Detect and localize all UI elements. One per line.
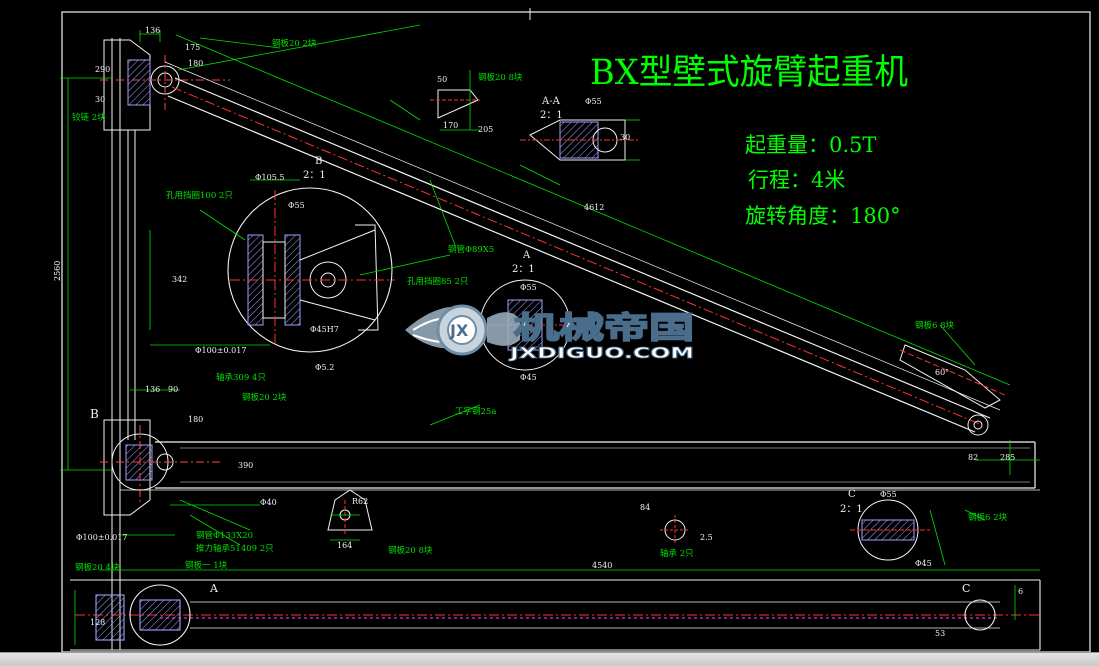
note-pin: 轴承 2只 [660, 548, 694, 559]
note-plate-20-8: 钢板20 8块 [388, 545, 433, 556]
note-plate-6b: 钢板6 2块 [968, 512, 1008, 523]
dim-90: 90 [168, 385, 178, 394]
dim-30c: 30 [620, 133, 630, 142]
dim-136: 136 [145, 26, 160, 35]
dim-180: 180 [188, 59, 203, 68]
note-hinge: 铰链 2块 [72, 112, 106, 123]
view-a-label: A [522, 250, 531, 261]
view-aa-label: A-A [541, 96, 561, 107]
note-pipe-lower: 钢管Φ133X20 [196, 530, 253, 541]
marker-b: B [90, 407, 99, 421]
dim-136b: 136 [145, 385, 160, 394]
dim-62: R62 [352, 497, 368, 506]
drawing-title: BX型壁式旋臂起重机 [590, 53, 908, 93]
note-bearing-85: 孔用挡圈85 2只 [407, 276, 469, 287]
dim-105: Φ105.5 [255, 173, 284, 182]
note-steel-plate-top: 钢板20 2块 [272, 38, 317, 49]
dim-6: 6 [1018, 587, 1023, 596]
dim-82: 82 [968, 453, 978, 462]
note-plate-1: 钢板一 1块 [185, 560, 228, 571]
view-c-scale: 2：1 [840, 504, 863, 515]
dim-170: 170 [443, 121, 458, 130]
dim-4540: 4540 [592, 561, 612, 570]
dim-390: 390 [238, 461, 253, 470]
dim-50: 50 [437, 75, 447, 84]
dim-40: Φ40 [260, 498, 277, 507]
marker-c: C [962, 582, 970, 595]
dim-164: 164 [337, 541, 352, 550]
dim-342: 342 [172, 275, 187, 284]
note-shaft: 轴承309 4只 [216, 372, 266, 383]
dimension-lines [60, 24, 1040, 645]
dim-180b: 180 [188, 415, 203, 424]
lower-hinge [100, 425, 220, 505]
dim-45: Φ45H7 [310, 325, 339, 334]
spec-travel: 行程：4米 [748, 168, 845, 192]
top-plate [430, 89, 480, 119]
watermark-logo: JX [405, 304, 520, 356]
watermark-logo-text: JX [449, 321, 469, 340]
spec-capacity: 起重量：0.5T [745, 133, 876, 157]
brace-end [899, 344, 1006, 436]
dim-285: 285 [1000, 453, 1015, 462]
dim-2-5: 2.5 [700, 533, 713, 542]
note-i-beam: 工字钢25a [455, 406, 496, 417]
dim-100: Φ100±0.017 [195, 346, 246, 355]
dim-290: 290 [95, 65, 110, 74]
dim-45a: Φ45 [520, 373, 537, 382]
watermark-name: 机械帝国 [514, 311, 694, 346]
spec-rotation: 旋转角度：180° [745, 204, 901, 228]
view-aa-scale: 2：1 [540, 110, 563, 121]
watermark-url: JXDIGUO.COM [508, 344, 694, 362]
dim-84: 84 [640, 503, 650, 512]
view-b-label: B [315, 156, 322, 167]
dim-53: 53 [935, 629, 945, 638]
note-plate-6: 钢板6 8块 [915, 320, 955, 331]
note-steel-pipe: 钢管Φ89X5 [448, 244, 494, 255]
dim-55a: Φ55 [520, 283, 537, 292]
dim-205: 205 [478, 125, 493, 134]
view-b-scale: 2：1 [303, 170, 326, 181]
dim-2560: 2560 [53, 261, 62, 281]
detail-view-b [227, 187, 395, 353]
cad-drawing: BX型壁式旋臂起重机 起重量：0.5T 行程：4米 旋转角度：180° B 2：… [53, 8, 1091, 653]
dim-4612: 4612 [584, 203, 604, 212]
view-c-label: C [848, 489, 856, 500]
detail-view-aa [520, 119, 640, 161]
diagonal-brace [164, 61, 1001, 433]
detail-view-c [850, 499, 930, 561]
note-plate-90: 钢板20 2块 [242, 392, 287, 403]
horizontal-beam [155, 441, 1036, 489]
dim-128: 128 [90, 618, 105, 627]
dim-55: Φ55 [288, 201, 305, 210]
wall-column [103, 38, 151, 650]
view-a-scale: 2：1 [512, 264, 535, 275]
dim-45c: Φ45 [915, 559, 932, 568]
note-bearing-100: 孔用挡圈100 2只 [166, 190, 233, 201]
dim-55c: Φ55 [880, 490, 897, 499]
dim-100b: Φ100±0.017 [76, 533, 127, 542]
pin-detail [660, 515, 690, 545]
marker-a: A [209, 582, 219, 595]
dim-30: 30 [95, 95, 105, 104]
note-steel-plate-sm: 钢板20 8块 [478, 72, 523, 83]
dim-175: 175 [185, 43, 200, 52]
dim-60: 60° [935, 368, 949, 377]
note-plate-20-4: 钢板20 4块 [75, 562, 120, 573]
bottom-view [70, 579, 1041, 651]
dim-5-2: Φ5.2 [315, 363, 334, 372]
status-bar [0, 652, 1099, 666]
dim-55aa: Φ55 [585, 97, 602, 106]
note-thrust: 推力轴承51409 2只 [196, 543, 274, 554]
